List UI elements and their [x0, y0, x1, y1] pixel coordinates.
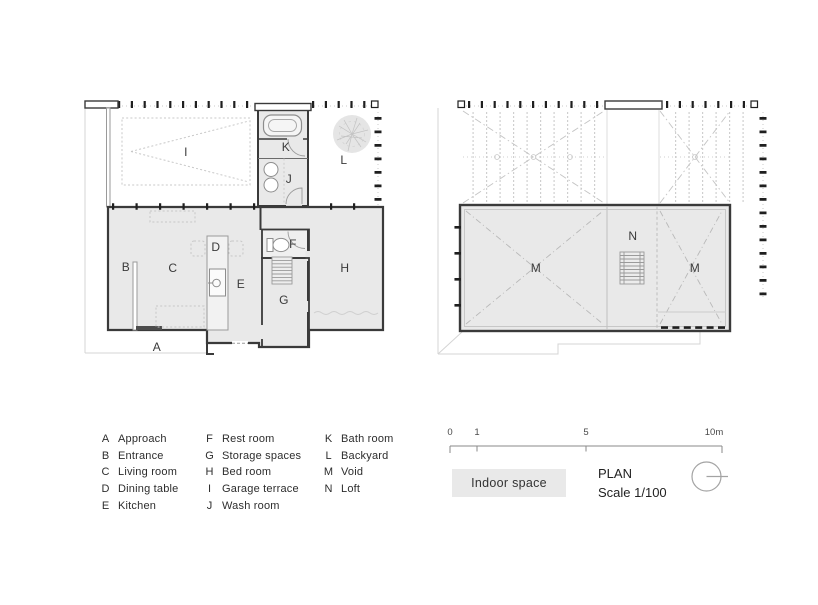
legend-label: Kitchen — [118, 499, 157, 512]
ground-floor-site-ticks — [90, 100, 382, 205]
legend-key: G — [205, 449, 214, 462]
legend-label: Bed room — [222, 466, 272, 479]
room-label-wash-room: J — [285, 172, 293, 186]
wall-segment — [604, 100, 663, 110]
legend-column-3: K Bath room L Backyard M Void N Loft — [322, 431, 394, 497]
bathtub-icon — [262, 114, 303, 137]
room-label-loft: N — [628, 229, 638, 243]
washer-icons — [263, 162, 279, 193]
loft-floor-plan — [454, 100, 767, 333]
legend-label: Backyard — [341, 449, 389, 462]
legend-label: Dining table — [118, 483, 179, 496]
legend-label: Garage terrace — [222, 483, 299, 496]
legend-label: Bath room — [341, 433, 394, 446]
legend-key: F — [206, 433, 213, 446]
room-label-void-right: M — [689, 261, 701, 275]
wall-segment — [106, 107, 111, 208]
ground-floor-outline — [106, 205, 385, 349]
scale-tick-label: 5 — [583, 427, 589, 438]
legend-key: L — [325, 449, 332, 462]
legend-label: Living room — [118, 466, 178, 479]
legend-column-2: F Rest room G Storage spaces H Bed room I Ga… — [203, 431, 301, 514]
legend-key: A — [101, 433, 110, 446]
legend-item: A Approach — [99, 431, 179, 448]
site-boundary-lines — [84, 108, 701, 355]
room-label-rest-room: F — [289, 237, 297, 251]
room-label-approach: A — [152, 340, 162, 354]
stairs-icon — [271, 256, 293, 285]
plan-title-block: PLAN Scale 1/100 — [598, 465, 667, 502]
room-label-bath-room: K — [281, 140, 291, 154]
legend-key: J — [206, 499, 213, 512]
legend-label: Entrance — [118, 449, 164, 462]
legend-key: C — [101, 466, 110, 479]
roof-hatch — [462, 110, 756, 205]
legend-label: Void — [341, 466, 364, 479]
north-indicator-icon — [691, 461, 728, 492]
legend-item: G Storage spaces — [203, 448, 301, 465]
legend-key: E — [101, 499, 110, 512]
legend-item: E Kitchen — [99, 497, 179, 514]
legend-key: B — [101, 449, 110, 462]
stairs-icon — [619, 251, 645, 285]
tree-icon — [333, 115, 371, 153]
legend-item: H Bed room — [203, 464, 301, 481]
legend-item: B Entrance — [99, 448, 179, 465]
room-label-kitchen: E — [236, 277, 246, 291]
entrance-mat — [136, 326, 162, 330]
legend-label: Storage spaces — [222, 449, 302, 462]
room-label-dining-table: D — [211, 240, 221, 254]
room-label-bed-room: H — [340, 261, 350, 275]
room-label-entrance: B — [121, 260, 131, 274]
wall-segment — [84, 100, 119, 109]
porch-wall — [206, 332, 214, 355]
legend-label: Loft — [341, 483, 361, 496]
sink-icon — [208, 268, 226, 297]
plan-scale: Scale 1/100 — [598, 484, 667, 500]
legend-item: I Garage terrace — [203, 481, 301, 498]
legend-key: M — [323, 466, 334, 479]
scale-tick-label: 1 — [474, 427, 480, 438]
bath-block — [254, 102, 312, 208]
garage-terrace-outline — [121, 117, 251, 186]
legend-item: M Void — [322, 464, 394, 481]
indoor-space-label: Indoor space — [471, 476, 547, 490]
legend-item: C Living room — [99, 464, 179, 481]
legend-label: Wash room — [222, 499, 280, 512]
legend-item: N Loft — [322, 481, 394, 498]
door-arc — [287, 138, 306, 157]
toilet-icon — [266, 237, 290, 253]
scale-tick-label: 0 — [447, 427, 453, 438]
door-arc — [287, 231, 306, 249]
plan-title: PLAN — [598, 466, 632, 481]
room-label-living-room: C — [168, 261, 178, 275]
room-label-garage-terrace: I — [184, 145, 188, 159]
legend-key: I — [207, 483, 212, 496]
scale-tick-label: 10m — [704, 427, 724, 438]
loft-outline — [458, 203, 732, 333]
indoor-space-swatch: Indoor space — [452, 469, 566, 497]
legend-label: Rest room — [222, 433, 275, 446]
legend-item: F Rest room — [203, 431, 301, 448]
legend-item: D Dining table — [99, 481, 179, 498]
legend-item: J Wash room — [203, 497, 301, 514]
legend-item: K Bath room — [322, 431, 394, 448]
room-label-backyard: L — [340, 153, 348, 167]
legend-item: L Backyard — [322, 448, 394, 465]
scale-bar — [449, 445, 723, 453]
legend-column-1: A Approach B Entrance C Living room D Dining… — [99, 431, 179, 514]
ground-floor-plan — [84, 100, 385, 355]
legend-key: H — [205, 466, 214, 479]
room-label-void-left: M — [530, 261, 542, 275]
curtain-line — [313, 311, 379, 315]
legend-key: D — [101, 483, 110, 496]
legend-label: Approach — [118, 433, 167, 446]
legend-key: N — [324, 483, 333, 496]
entrance-closet — [132, 261, 138, 331]
legend-key: K — [324, 433, 333, 446]
room-label-storage-spaces: G — [279, 293, 289, 307]
door-arc — [285, 187, 303, 205]
